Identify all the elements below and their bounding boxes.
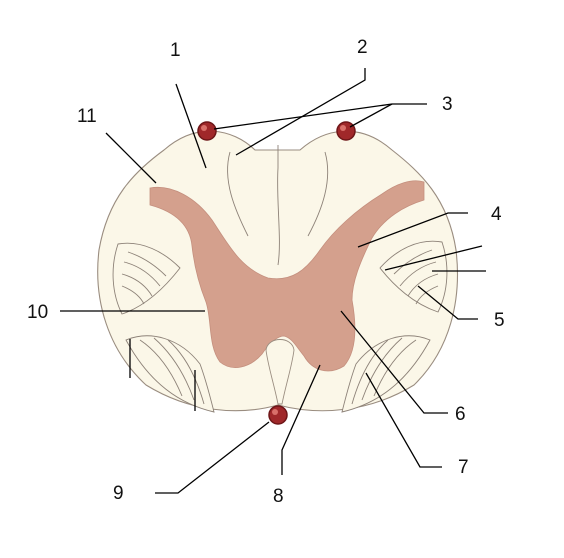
posterior-spinal-artery-right [336,121,356,141]
label-3: 3 [442,94,453,115]
label-4: 4 [491,204,502,225]
grey-matter [149,180,425,372]
label-11: 11 [77,106,97,127]
label-8: 8 [273,486,284,507]
ventral-tract-left [125,335,215,413]
dorsal-median-septum [277,145,280,266]
ventral-median-fissure [265,339,295,405]
label-1: 1 [170,40,181,61]
label-5: 5 [494,310,505,331]
leader-lines [60,68,486,494]
ventral-tract-right [341,335,431,413]
anterior-spinal-artery [268,405,288,425]
label-6: 6 [455,404,466,425]
dorsal-columns-divider-left [227,151,249,237]
label-10: 10 [27,302,48,323]
lateral-tract-left [112,242,181,315]
label-9: 9 [113,483,124,504]
dorsal-columns-divider-right [307,151,329,237]
posterior-spinal-artery-left [197,121,217,141]
label-2: 2 [357,37,368,58]
label-7: 7 [458,457,469,478]
